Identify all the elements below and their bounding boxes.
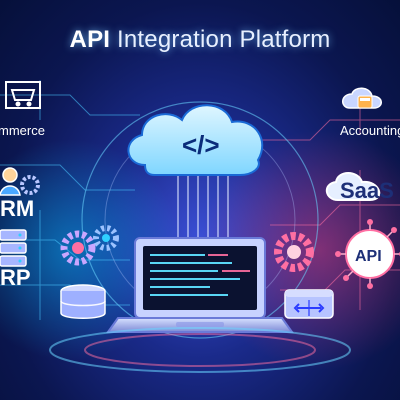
platform-title: API Integration Platform <box>0 26 400 54</box>
laptop-icon <box>106 237 294 333</box>
saas-cloud-badge <box>325 172 381 201</box>
api-network-badge <box>335 219 400 289</box>
cloud-code-symbol: </> <box>182 130 220 160</box>
label-accounting: Accounting <box>340 123 400 138</box>
title-lead: API <box>69 26 111 53</box>
platform-ring-outer <box>49 327 351 373</box>
outer-ring <box>81 101 319 339</box>
platform-ring-inner <box>84 333 316 367</box>
title-rest: Integration Platform <box>117 26 331 53</box>
pink-gear-icon <box>274 232 314 272</box>
gears-icon <box>60 225 119 266</box>
erp-server-stack-icon <box>0 229 27 267</box>
label-ecommerce: mmerce <box>0 123 45 138</box>
database-icon <box>60 284 106 319</box>
accounting-calculator-icon <box>342 87 382 109</box>
cloud-to-laptop-connections <box>177 175 229 245</box>
label-crm: RM <box>0 196 35 221</box>
label-api: API <box>355 248 382 265</box>
transfer-window-icon <box>284 289 334 319</box>
crm-user-gears-icon <box>0 167 40 196</box>
shopping-cart-icon <box>5 81 41 109</box>
cloud-icon <box>127 104 264 176</box>
label-erp: RP <box>0 265 31 290</box>
label-saas: SaaS <box>340 178 394 203</box>
